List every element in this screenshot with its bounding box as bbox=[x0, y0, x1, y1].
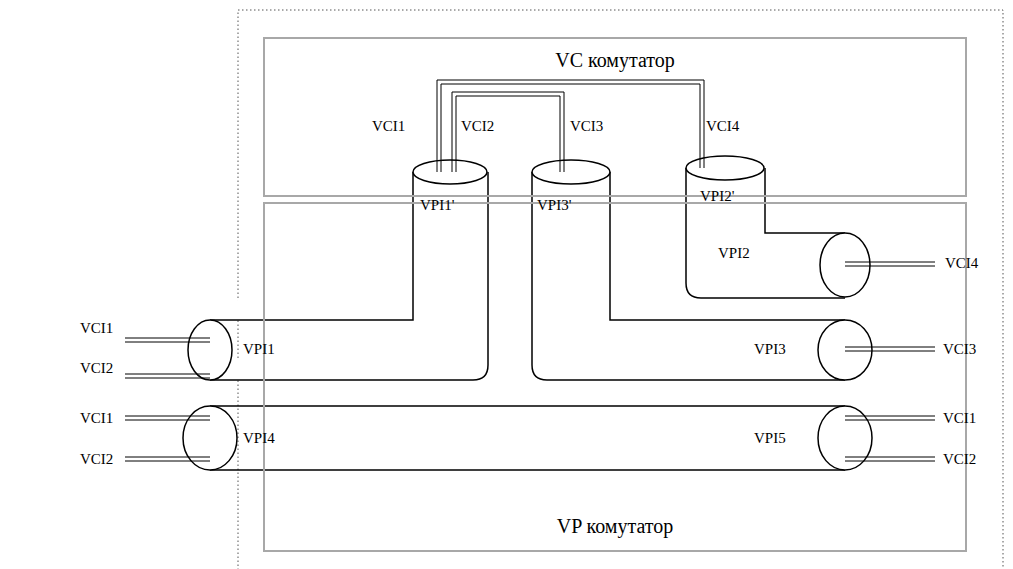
vci-label: VCI1 bbox=[372, 117, 405, 135]
vci-label: VCI1 bbox=[943, 409, 976, 427]
vc-switch-box: VC комутатор bbox=[263, 37, 967, 197]
switch-boundary bbox=[238, 10, 1003, 569]
vc-wires bbox=[125, 80, 935, 461]
vci-label: VCI2 bbox=[80, 450, 113, 468]
vci-label: VCI4 bbox=[706, 117, 739, 135]
vci-label: VCI3 bbox=[570, 117, 603, 135]
vpi-label: VPI4 bbox=[243, 429, 275, 447]
vpi-label: VPI3' bbox=[537, 196, 571, 214]
vpi-label: VPI1 bbox=[243, 340, 275, 358]
vpi-label: VPI5 bbox=[754, 429, 786, 447]
vci-label: VCI4 bbox=[945, 254, 978, 272]
vci-label: VCI1 bbox=[80, 409, 113, 427]
vpi-label: VPI2' bbox=[700, 187, 734, 205]
vci-label: VCI1 bbox=[80, 319, 113, 337]
vpi-label: VPI2 bbox=[718, 244, 750, 262]
vp-switch-box: VP комутатор bbox=[263, 202, 967, 552]
switch-title: VP комутатор bbox=[265, 515, 965, 538]
vpi-label: VPI3 bbox=[754, 340, 786, 358]
vci-label: VCI2 bbox=[943, 450, 976, 468]
vci-label: VCI2 bbox=[461, 117, 494, 135]
vci-label: VCI2 bbox=[80, 359, 113, 377]
vpi-label: VPI1' bbox=[420, 196, 454, 214]
switch-title: VC комутатор bbox=[265, 49, 965, 72]
vci-label: VCI3 bbox=[943, 340, 976, 358]
